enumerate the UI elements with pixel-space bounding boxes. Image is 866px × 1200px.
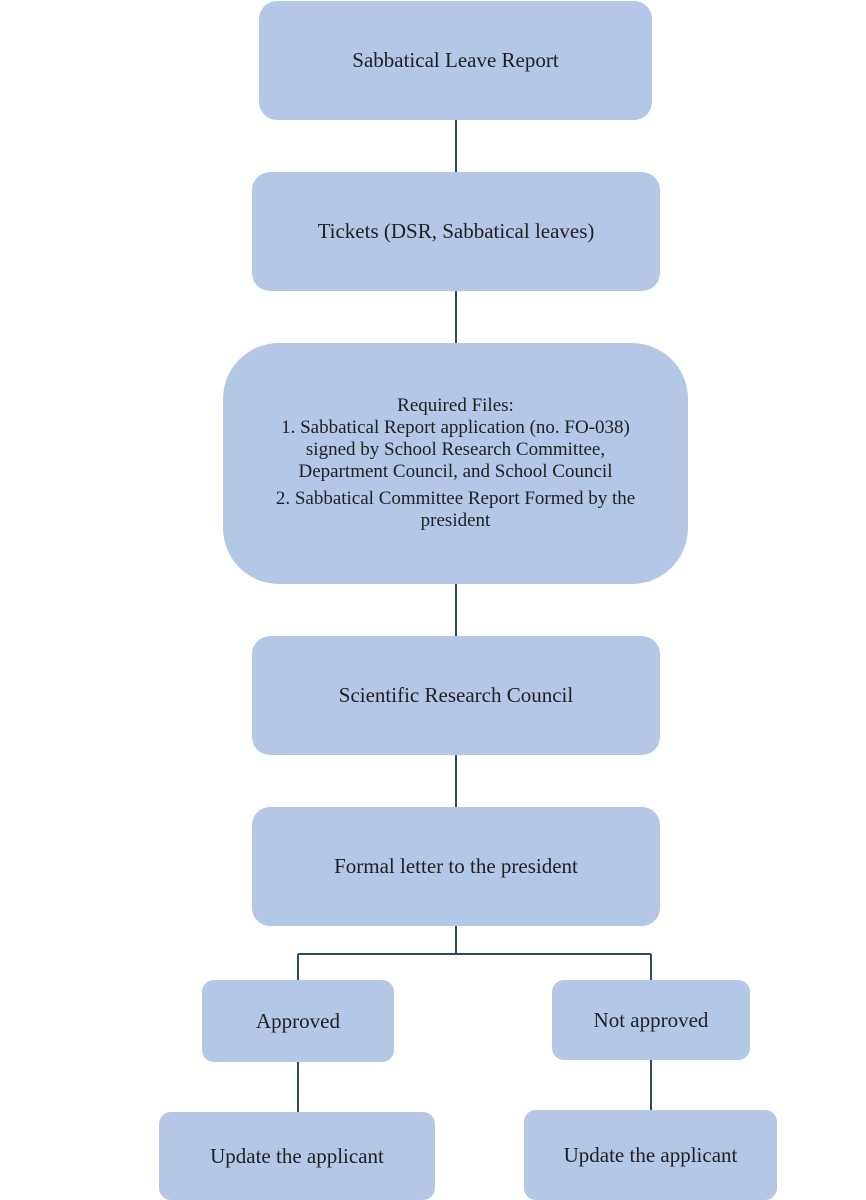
required-files-box: Required Files: 1. Sabbatical Report app… (223, 343, 688, 584)
sabbatical-leave-report-label: Sabbatical Leave Report (352, 48, 559, 73)
formal-letter-box: Formal letter to the president (252, 807, 660, 926)
not-approved-box: Not approved (552, 980, 750, 1060)
required-files-item2-line1: 2. Sabbatical Committee Report Formed by… (275, 488, 636, 510)
tickets-label: Tickets (DSR, Sabbatical leaves) (317, 219, 595, 244)
update-applicant-left-box: Update the applicant (159, 1112, 435, 1200)
required-files-item2-line2: president (420, 510, 491, 532)
update-applicant-left-label: Update the applicant (210, 1143, 384, 1168)
required-files-item1-line2: signed by School Research Committee, (305, 438, 606, 460)
not-approved-label: Not approved (593, 1007, 709, 1032)
update-applicant-right-label: Update the applicant (563, 1142, 738, 1167)
approved-box: Approved (202, 980, 394, 1062)
tickets-box: Tickets (DSR, Sabbatical leaves) (252, 172, 660, 291)
sabbatical-leave-report-box: Sabbatical Leave Report (259, 1, 652, 120)
approved-label: Approved (256, 1008, 340, 1033)
required-files-item1-line3: Department Council, and School Council (298, 460, 613, 482)
formal-letter-label: Formal letter to the president (334, 854, 578, 879)
update-applicant-right-box: Update the applicant (524, 1110, 777, 1200)
scientific-research-council-box: Scientific Research Council (252, 636, 660, 755)
required-files-heading: Required Files: (397, 394, 514, 416)
required-files-item1-line1: 1. Sabbatical Report application (no. FO… (281, 416, 630, 438)
scientific-research-council-label: Scientific Research Council (338, 683, 574, 708)
